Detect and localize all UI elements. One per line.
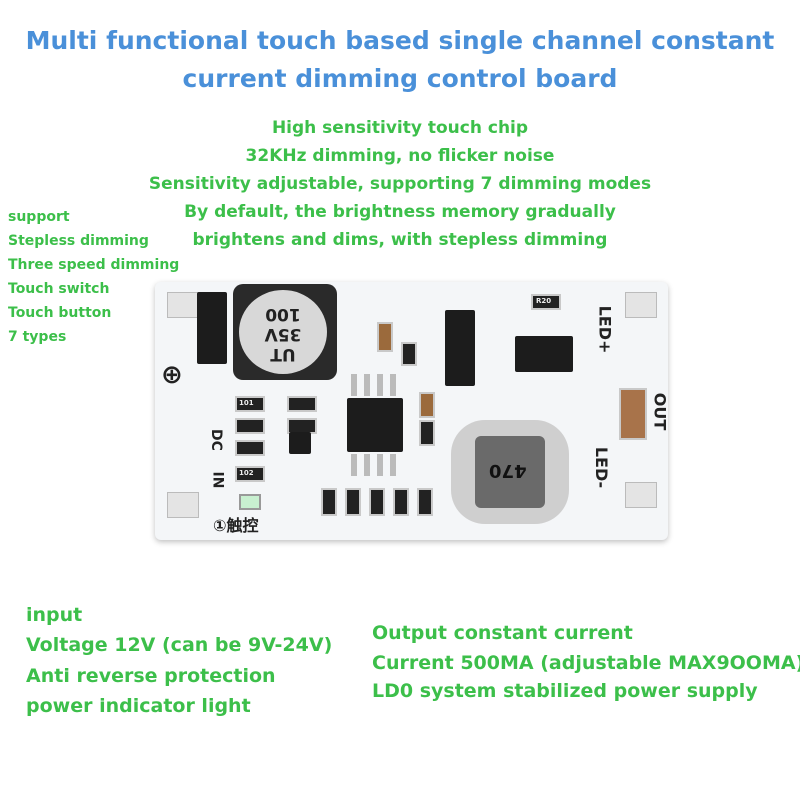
solder-pad <box>167 292 199 318</box>
capacitor-smd <box>401 342 417 366</box>
resistor <box>235 466 265 482</box>
diode <box>197 292 227 364</box>
pcb-board-image: UT 35V 100 ⊕ 101 102 DC IN R20 470 LED+ <box>155 282 670 540</box>
output-capacitor <box>619 388 647 440</box>
led-plus-label: LED+ <box>595 305 615 354</box>
diode <box>445 310 475 386</box>
touch-ic-chip <box>347 398 403 452</box>
support-item: Three speed dimming <box>8 257 180 273</box>
capacitor-smd <box>419 420 435 446</box>
solder-pad <box>625 482 657 508</box>
resistor-label: 102 <box>239 469 254 477</box>
in-label: IN <box>209 471 226 489</box>
power-led <box>239 494 261 510</box>
title-line-1: Multi functional touch based single chan… <box>25 26 775 55</box>
output-spec-item: LD0 system stabilized power supply <box>372 680 758 702</box>
input-spec-item: power indicator light <box>26 695 251 717</box>
feature-item: By default, the brightness memory gradua… <box>184 202 616 222</box>
support-item: Stepless dimming <box>8 233 149 249</box>
transistor <box>289 432 311 454</box>
resistor-label: R20 <box>536 297 552 305</box>
output-spec-item: Current 500MA (adjustable MAX9OOMA) <box>372 652 800 674</box>
output-spec-item: Output constant current <box>372 622 633 644</box>
resistor <box>417 488 433 516</box>
dc-label: DC <box>207 429 224 451</box>
input-spec-item: Voltage 12V (can be 9V-24V) <box>26 634 333 656</box>
plus-symbol: ⊕ <box>161 360 183 390</box>
support-item: 7 types <box>8 329 67 345</box>
resistor <box>369 488 385 516</box>
resistor <box>531 294 561 310</box>
capacitor-smd <box>377 322 393 352</box>
title-line-2: current dimming control board <box>182 64 618 93</box>
regulator <box>515 336 573 372</box>
ic-pins <box>351 374 399 396</box>
input-spec-item: input <box>26 604 83 626</box>
solder-pad <box>625 292 657 318</box>
inductor: 470 <box>451 420 569 524</box>
touch-label: ①触控 <box>213 516 259 535</box>
resistor <box>235 418 265 434</box>
resistor <box>235 440 265 456</box>
support-item: Touch button <box>8 305 112 321</box>
input-spec-item: Anti reverse protection <box>26 665 276 687</box>
capacitor-label: 100 <box>265 304 301 324</box>
feature-item: Sensitivity adjustable, supporting 7 dim… <box>148 174 652 194</box>
capacitor-label: UT <box>270 344 296 364</box>
capacitor: UT 35V 100 <box>233 284 337 380</box>
resistor <box>393 488 409 516</box>
resistor-label: 101 <box>239 399 254 407</box>
feature-item: brightens and dims, with stepless dimmin… <box>192 230 608 250</box>
resistor <box>235 396 265 412</box>
ic-pins <box>351 454 399 476</box>
inductor-label: 470 <box>489 460 527 481</box>
feature-item: High sensitivity touch chip <box>271 118 529 138</box>
out-label: OUT <box>650 392 670 431</box>
capacitor-smd <box>419 392 435 418</box>
support-item: Touch switch <box>8 281 110 297</box>
led-minus-label: LED- <box>592 446 612 489</box>
support-item: support <box>8 209 70 225</box>
capacitor-label: 35V <box>264 324 302 344</box>
resistor <box>287 396 317 412</box>
resistor <box>345 488 361 516</box>
feature-item: 32KHz dimming, no flicker noise <box>245 146 555 166</box>
resistor <box>321 488 337 516</box>
solder-pad <box>167 492 199 518</box>
